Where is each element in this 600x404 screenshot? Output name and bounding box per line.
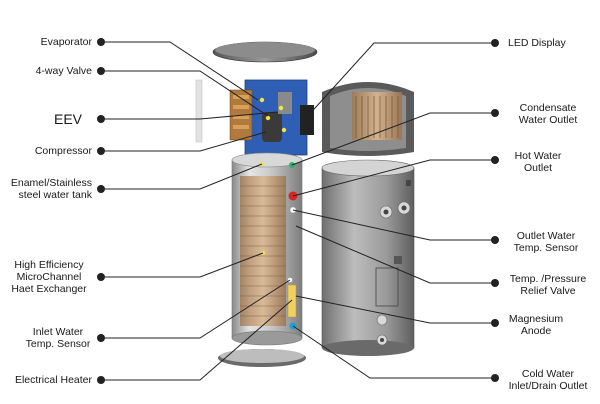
inner-tank bbox=[231, 152, 303, 346]
label-heat-exchanger: High Efficiency MicroChannel Haet Exchan… bbox=[11, 259, 87, 295]
leader-compressor bbox=[101, 131, 267, 152]
leader-hot-water bbox=[292, 159, 495, 197]
bottom-base bbox=[218, 349, 306, 367]
leader-outlet-sensor bbox=[292, 209, 495, 241]
leader-lines-right bbox=[291, 42, 495, 379]
leader-led-display bbox=[305, 42, 495, 119]
leader-4way-valve bbox=[101, 70, 269, 117]
label-compressor: Compressor bbox=[34, 145, 92, 157]
outer-shell bbox=[321, 159, 415, 356]
heat-pump-unit bbox=[229, 79, 314, 156]
leader-electrical-heater bbox=[101, 299, 293, 381]
leader-tank bbox=[101, 163, 263, 190]
top-lid bbox=[212, 41, 318, 63]
leader-relief-valve bbox=[295, 225, 495, 284]
pipe-rod bbox=[195, 79, 203, 143]
leader-anode bbox=[295, 295, 495, 324]
leader-heat-exchanger bbox=[101, 252, 264, 278]
leader-dots-right bbox=[491, 39, 499, 382]
label-outlet-sensor: Outlet Water Temp. Sensor bbox=[513, 230, 579, 254]
leader-lines-left bbox=[101, 41, 293, 381]
label-eev: EEV bbox=[53, 111, 82, 127]
label-electrical-heater: Electrical Heater bbox=[14, 374, 92, 386]
leader-cold-water bbox=[292, 325, 495, 379]
label-hot-water: Hot Water Outlet bbox=[514, 150, 562, 174]
label-anode: Magnesium Anode bbox=[508, 313, 564, 337]
label-tank: Enamel/Stainless steel water tank bbox=[10, 177, 92, 201]
label-relief-valve: Temp. /Pressure Relief Valve bbox=[509, 273, 587, 297]
label-evaporator: Evaporator bbox=[40, 36, 92, 48]
label-inlet-sensor: Inlet Water Temp. Sensor bbox=[25, 326, 91, 350]
top-shell-cover bbox=[322, 82, 414, 156]
label-cold-water: Cold Water Inlet/Drain Outlet bbox=[508, 368, 588, 392]
leader-dots-left bbox=[97, 38, 105, 384]
label-led-display: LED Display bbox=[508, 37, 566, 49]
leader-evaporator bbox=[101, 41, 259, 101]
leader-inlet-sensor bbox=[101, 279, 291, 339]
leader-condensate bbox=[291, 112, 495, 166]
label-4way-valve: 4-way Valve bbox=[35, 65, 92, 77]
label-condensate: Condensate Water Outlet bbox=[518, 102, 578, 126]
leader-eev bbox=[101, 111, 279, 120]
